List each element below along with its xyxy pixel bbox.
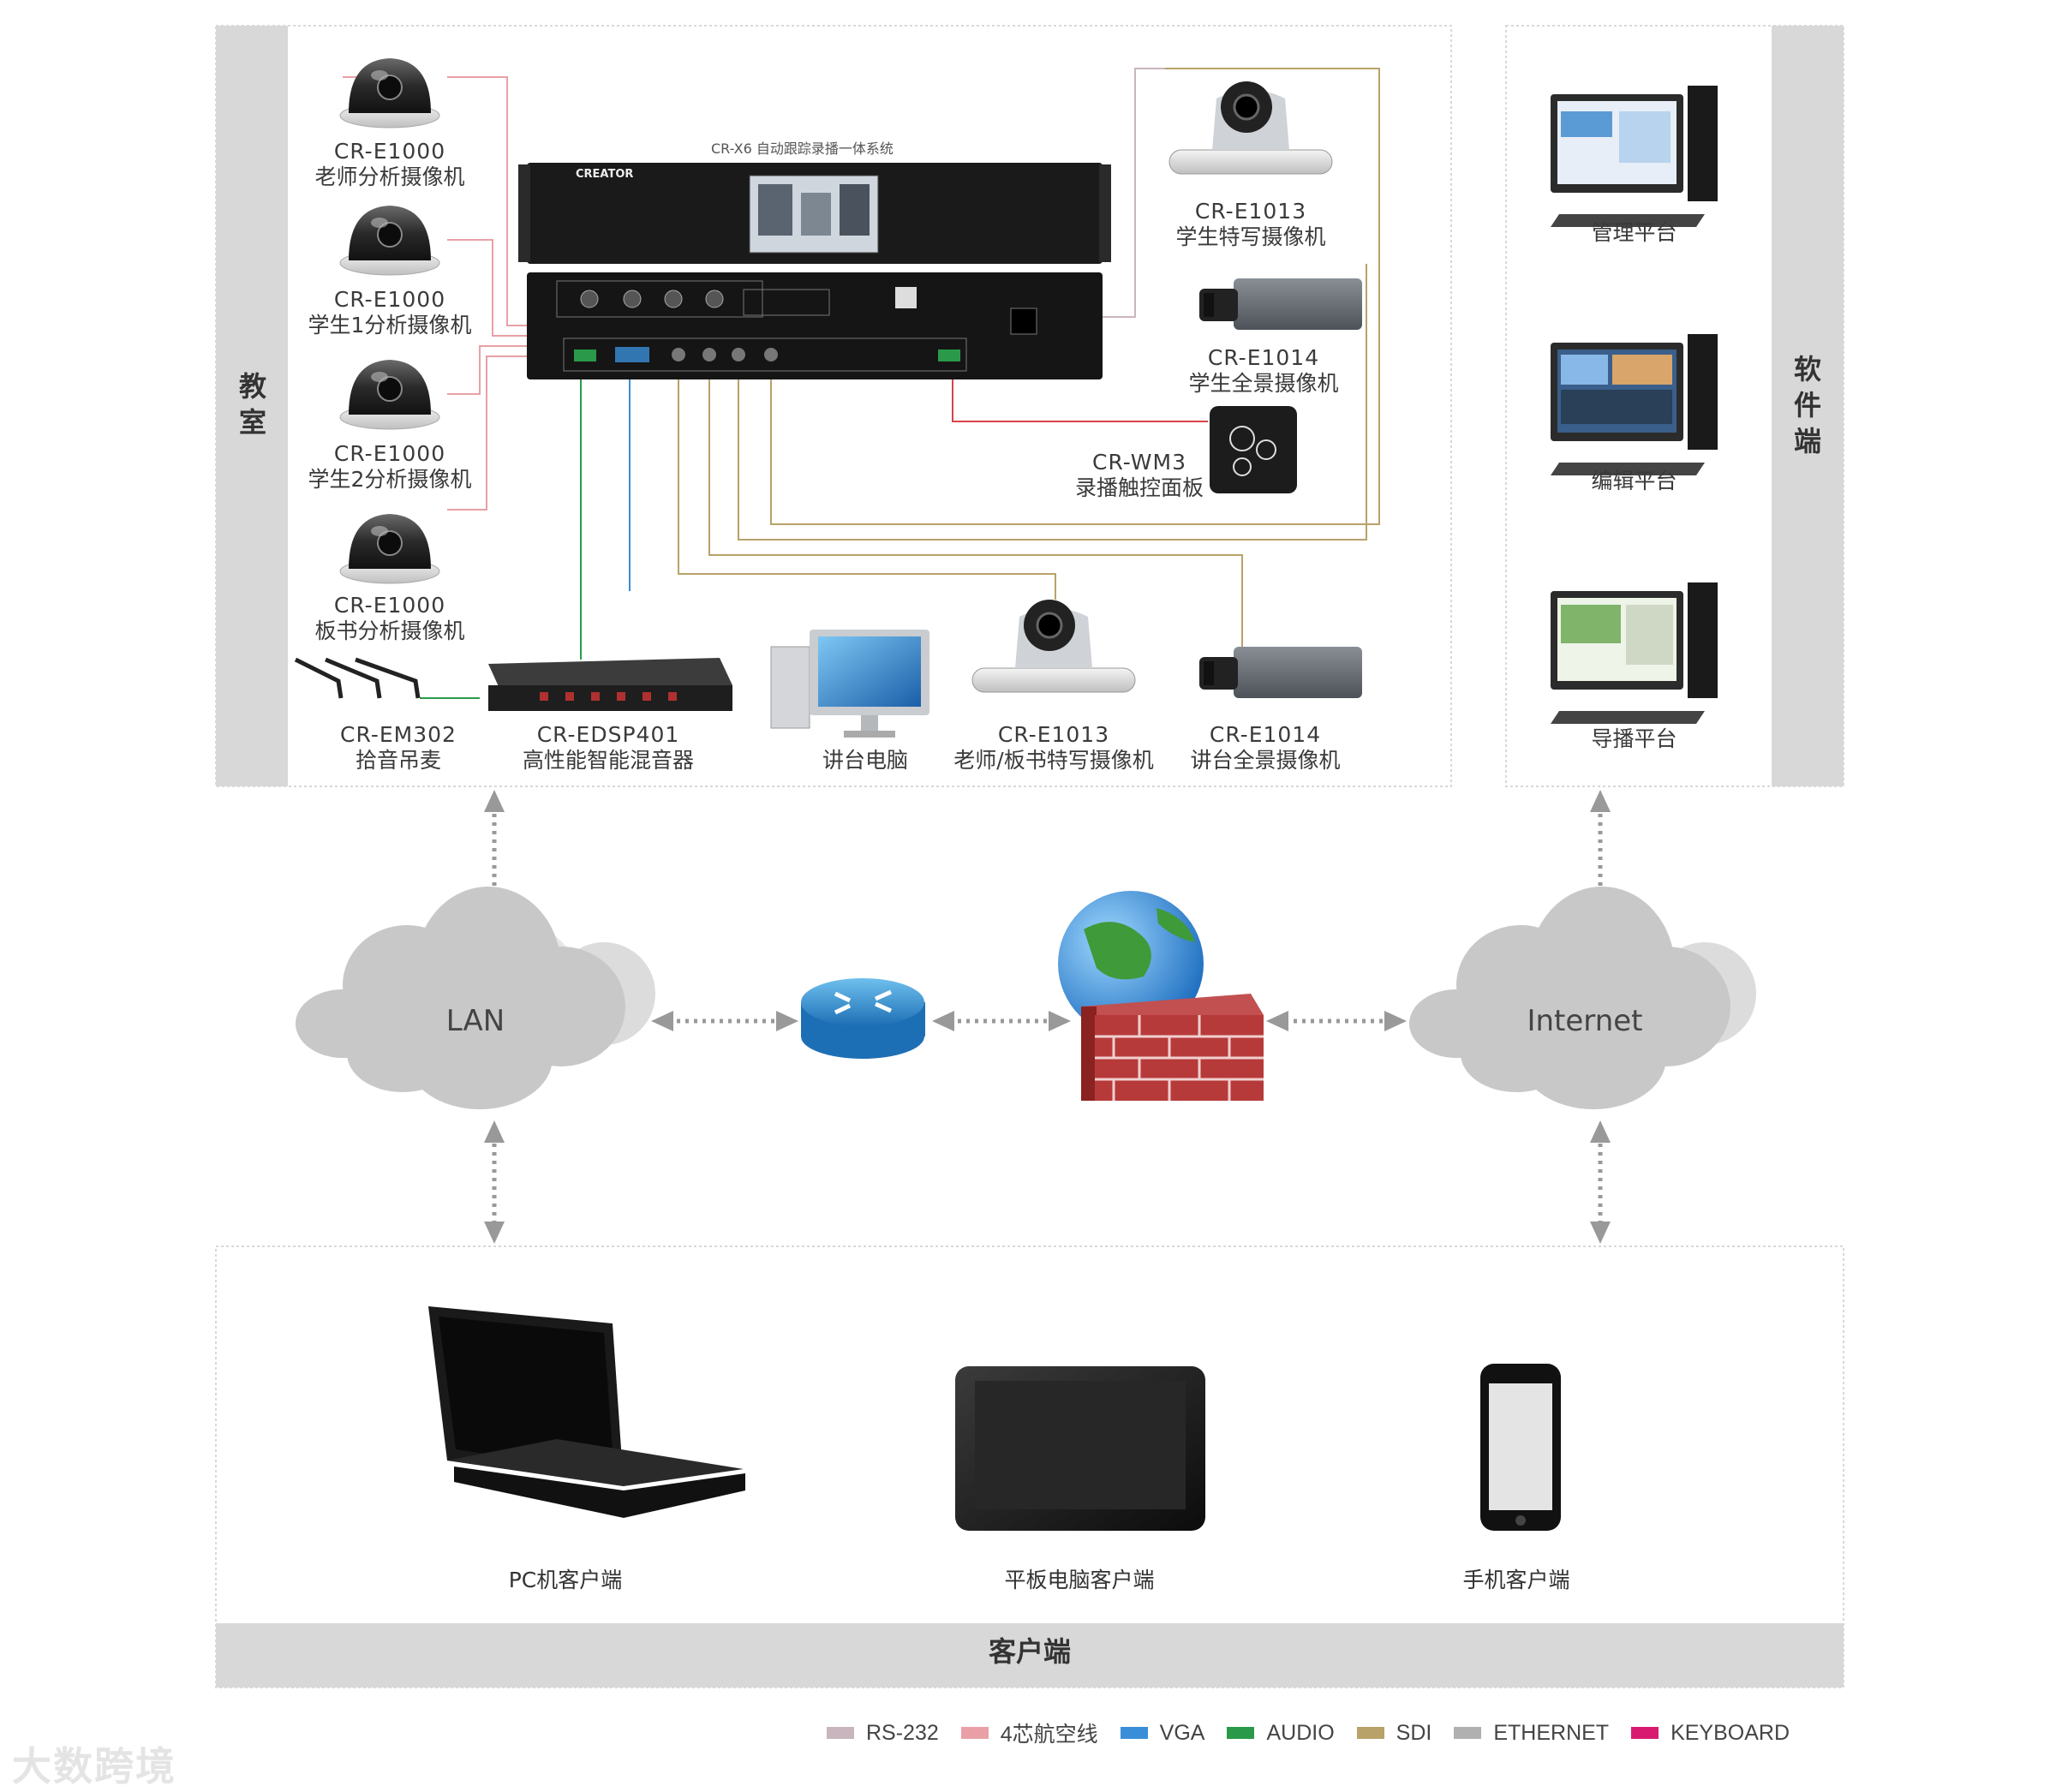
software-label: 软件端 — [1793, 353, 1821, 457]
lan-label: LAN — [445, 1004, 505, 1038]
internet-cloud — [1409, 887, 1756, 1109]
client-label-phone: 手机客户端 — [1462, 1568, 1570, 1592]
router-icon — [801, 978, 925, 1059]
touch-panel — [1210, 406, 1297, 493]
legend-item-audio: AUDIO — [1227, 1721, 1335, 1746]
legend-item-aviation-cable: 4芯航空线 — [960, 1717, 1098, 1748]
recorder-brand: CREATOR — [576, 168, 634, 181]
legend-item-vga: VGA — [1120, 1721, 1204, 1746]
legend-item-rs232: RS-232 — [827, 1721, 939, 1746]
client-section — [215, 1245, 1844, 1688]
cable-legend: RS-232 4芯航空线 VGA AUDIO SDI ETHERNET KEYB… — [827, 1718, 1790, 1747]
connection-arrows — [492, 805, 1603, 1229]
desktop-pc-2 — [1551, 334, 1718, 475]
dome-camera-1 — [339, 58, 440, 128]
classroom-label: 教室 — [238, 370, 266, 439]
software-section — [1505, 25, 1844, 787]
dome-camera-3 — [339, 360, 440, 430]
internet-label: Internet — [1527, 1004, 1643, 1038]
recorder-unit — [518, 163, 1111, 379]
client-section-title: 客户端 — [988, 1635, 1071, 1668]
watermark: 大数跨境 — [12, 1743, 176, 1789]
legend-item-keyboard: KEYBOARD — [1631, 1721, 1790, 1746]
audio-mixer — [488, 658, 732, 711]
dome-camera-2 — [339, 206, 440, 276]
desktop-pc-1 — [1551, 86, 1718, 227]
ptz-camera-teacher — [971, 600, 1136, 693]
box-camera-podium — [1199, 647, 1362, 698]
ptz-camera-student — [1168, 81, 1333, 175]
firewall-icon — [1058, 891, 1264, 1101]
phone-icon — [1480, 1364, 1561, 1531]
device-label-podium-pc: 讲台电脑 — [822, 748, 908, 773]
tablet-icon — [955, 1366, 1205, 1531]
box-camera-student — [1199, 278, 1362, 330]
laptop-icon — [428, 1306, 745, 1518]
classroom-section — [215, 25, 1452, 787]
wiring — [343, 68, 1380, 699]
platform-label-editing: 编辑平台 — [1591, 469, 1677, 493]
lan-cloud — [296, 887, 655, 1109]
podium-computer — [770, 630, 929, 738]
recorder-title: CR-X6 自动跟踪录播一体系统 — [711, 140, 894, 157]
ceiling-mics — [294, 657, 421, 699]
client-label-tablet: 平板电脑客户端 — [1004, 1568, 1155, 1592]
legend-item-ethernet: ETHERNET — [1454, 1721, 1609, 1746]
platform-label-management: 管理平台 — [1591, 220, 1677, 245]
platform-label-directing: 导播平台 — [1591, 726, 1677, 751]
desktop-pc-3 — [1551, 582, 1718, 724]
client-label-pc: PC机客户端 — [508, 1568, 623, 1592]
dome-camera-4 — [339, 514, 440, 584]
legend-item-sdi: SDI — [1356, 1721, 1431, 1746]
